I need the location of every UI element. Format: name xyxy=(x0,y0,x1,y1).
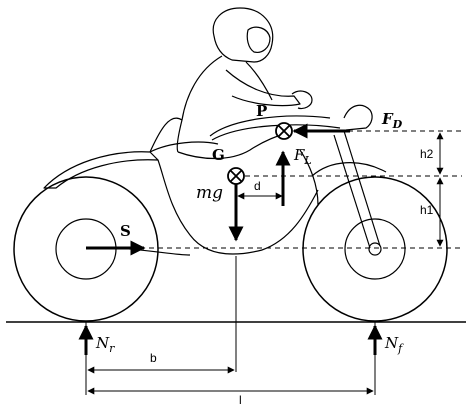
g-label: G xyxy=(212,146,225,164)
fl-base: F xyxy=(293,146,305,164)
fl-label: FL xyxy=(293,146,312,167)
nr-sub: r xyxy=(109,342,115,355)
fl-sub: L xyxy=(303,154,311,167)
h1-label: h1 xyxy=(420,203,434,217)
fd-sub: D xyxy=(392,118,403,131)
nf-sub: f xyxy=(397,342,404,355)
g-point-symbol xyxy=(227,167,245,185)
h2-label: h2 xyxy=(420,147,434,161)
p-label: P xyxy=(256,102,267,120)
s-label: S xyxy=(120,222,131,240)
fd-label: FD xyxy=(381,110,403,131)
fd-base: F xyxy=(381,110,394,128)
nf-base: N xyxy=(384,334,399,352)
nr-base: N xyxy=(95,334,110,352)
motorcycle-body xyxy=(43,104,387,256)
p-point-symbol xyxy=(275,122,293,140)
l-label: l xyxy=(239,393,242,405)
mg-label: mg xyxy=(196,183,223,203)
b-label: b xyxy=(150,351,157,365)
d-label: d xyxy=(254,179,261,193)
front-wheel xyxy=(302,176,448,322)
nf-label: Nf xyxy=(384,334,404,355)
nr-label: Nr xyxy=(95,334,115,355)
